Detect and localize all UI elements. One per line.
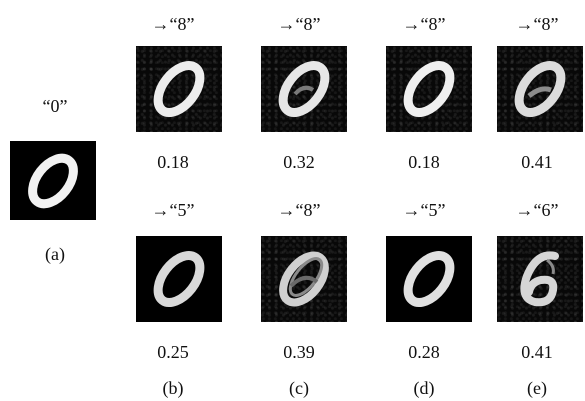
col-e-bottom-label: →“6” (515, 200, 559, 220)
col-c-caption: (c) (289, 378, 309, 398)
col-d-top-label: →“8” (402, 14, 446, 34)
col-e-caption: (e) (527, 378, 547, 398)
perturbed-zero-glyph (520, 251, 559, 307)
digit-zero-glyph (28, 153, 78, 209)
col-d-top-image (386, 46, 472, 132)
col-d-bottom-image (386, 236, 472, 322)
col-b-top-label: →“8” (151, 14, 195, 34)
perturbed-zero-glyph (278, 61, 330, 117)
col-d-bottom-score: 0.28 (408, 342, 440, 362)
col-d-top-score: 0.18 (408, 152, 440, 172)
col-e-bottom-image (497, 236, 583, 322)
perturbed-zero-glyph (403, 61, 455, 117)
perturbed-zero-glyph (279, 251, 329, 307)
col-c-top-image (261, 46, 347, 132)
col-e-top-image (497, 46, 583, 132)
perturbed-zero-glyph (153, 61, 205, 117)
col-e-top-score: 0.41 (521, 152, 553, 172)
col-b-bottom-image (136, 236, 222, 322)
col-c-bottom-label: →“8” (277, 200, 321, 220)
original-label: “0” (42, 96, 68, 116)
col-e-bottom-score: 0.41 (521, 342, 553, 362)
col-b-bottom-label: →“5” (151, 200, 195, 220)
col-b-top-score: 0.18 (157, 152, 189, 172)
col-c-bottom-image (261, 236, 347, 322)
col-b-bottom-score: 0.25 (157, 342, 189, 362)
col-c-bottom-score: 0.39 (283, 342, 315, 362)
perturbed-zero-glyph (514, 61, 566, 117)
col-e-top-label: →“8” (515, 14, 559, 34)
col-b-caption: (b) (162, 378, 184, 398)
col-d-caption: (d) (413, 378, 435, 398)
perturbed-zero-glyph (403, 251, 455, 307)
original-caption: (a) (45, 244, 65, 264)
col-c-top-score: 0.32 (283, 152, 315, 172)
original-digit-image (10, 141, 96, 220)
col-c-top-label: →“8” (277, 14, 321, 34)
col-b-top-image (136, 46, 222, 132)
col-d-bottom-label: →“5” (402, 200, 446, 220)
perturbed-zero-glyph (153, 251, 205, 307)
